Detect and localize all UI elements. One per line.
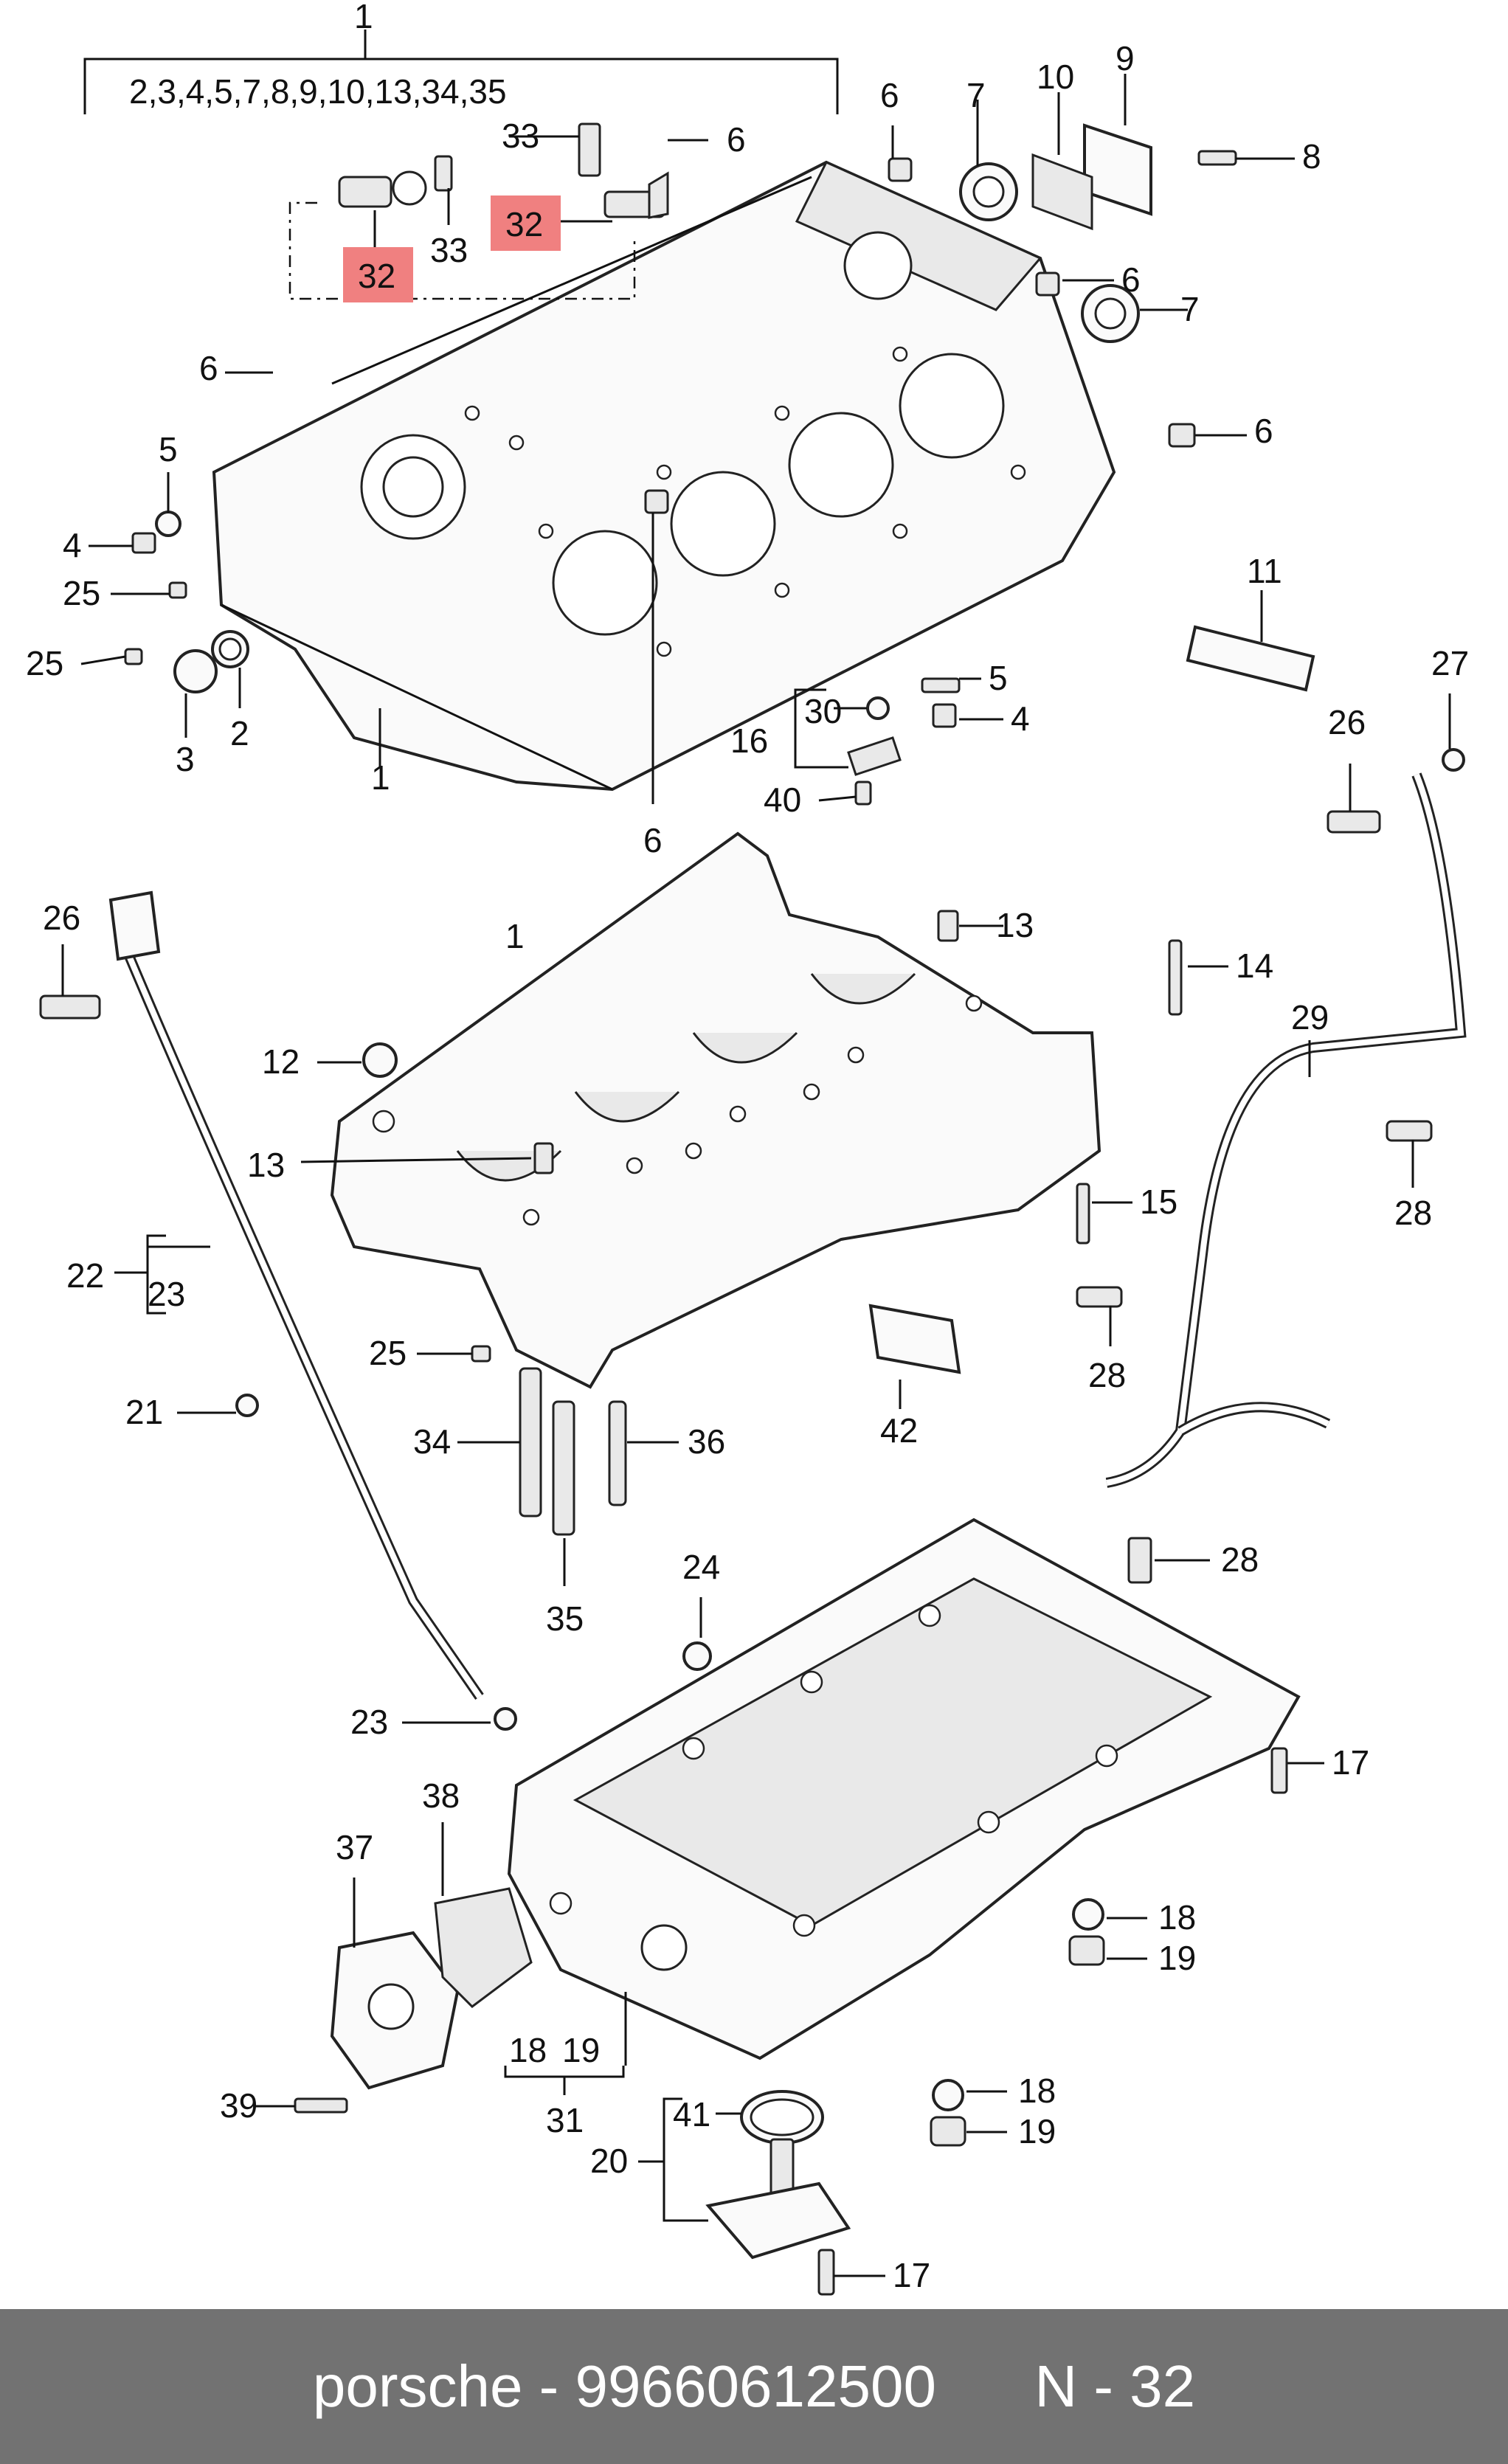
callout-8: 8 — [1302, 137, 1321, 176]
callout-30: 30 — [804, 692, 842, 730]
callout-41: 41 — [673, 2095, 710, 2133]
part-number-footer: porsche - 99660612500 N - 32 — [0, 2309, 1508, 2464]
callout-32-right: 32 — [505, 205, 543, 243]
callout-42: 42 — [880, 1411, 918, 1450]
callout-5: 5 — [159, 430, 178, 468]
callout-5: 5 — [989, 659, 1008, 697]
callout-2: 2 — [230, 714, 249, 752]
callout-labels: 1 2,3,4,5,7,8,9,10,13,34,35 33 33 32 32 … — [26, 0, 1469, 2294]
callout-6: 6 — [727, 120, 746, 159]
engine-block-upper — [212, 160, 1116, 792]
callout-24: 24 — [682, 1548, 720, 1586]
callout-13: 13 — [247, 1146, 285, 1184]
callout-16: 16 — [730, 721, 768, 760]
callout-1: 1 — [505, 917, 525, 955]
callout-17: 17 — [893, 2256, 930, 2294]
small-parts — [39, 122, 1467, 2296]
callout-19: 19 — [1158, 1939, 1196, 1977]
callout-25: 25 — [63, 574, 100, 612]
callout-7: 7 — [966, 76, 986, 114]
callout-15: 15 — [1140, 1183, 1177, 1221]
parts-diagram: 1 2,3,4,5,7,8,9,10,13,34,35 33 33 32 32 … — [26, 0, 1469, 2296]
callout-4: 4 — [63, 526, 82, 564]
callout-32-left: 32 — [358, 257, 395, 295]
callout-35: 35 — [546, 1599, 584, 1638]
callout-26: 26 — [1328, 703, 1366, 741]
callout-19: 19 — [1018, 2112, 1056, 2150]
footer-gap — [936, 2353, 1034, 2420]
callout-25: 25 — [26, 644, 63, 682]
part-number: 99660612500 — [575, 2353, 936, 2419]
callout-3: 3 — [176, 740, 195, 778]
callout-1-top: 1 — [354, 0, 373, 35]
callout-1-sublist: 2,3,4,5,7,8,9,10,13,34,35 — [129, 72, 507, 111]
callout-39: 39 — [220, 2086, 257, 2125]
callout-19: 19 — [562, 2031, 600, 2069]
callout-21: 21 — [125, 1393, 163, 1431]
callout-27: 27 — [1431, 644, 1469, 682]
callout-38: 38 — [422, 1776, 460, 1815]
callout-31: 31 — [546, 2101, 584, 2139]
brand-name: porsche — [312, 2353, 523, 2419]
leader-lines — [61, 30, 1451, 2277]
callout-29: 29 — [1291, 998, 1329, 1037]
callout-18: 18 — [509, 2031, 547, 2069]
callout-25: 25 — [369, 1334, 407, 1372]
callout-28: 28 — [1221, 1540, 1259, 1579]
callout-36: 36 — [688, 1422, 725, 1461]
callout-6: 6 — [1121, 260, 1141, 299]
callout-33: 33 — [430, 231, 468, 269]
callout-28: 28 — [1394, 1194, 1432, 1232]
callout-33: 33 — [502, 117, 539, 155]
callout-6: 6 — [880, 76, 899, 114]
callout-18: 18 — [1158, 1898, 1196, 1937]
callout-23: 23 — [148, 1275, 185, 1313]
callout-10: 10 — [1037, 58, 1074, 96]
footer-separator: - — [522, 2353, 575, 2419]
callout-9: 9 — [1116, 39, 1135, 77]
callout-18: 18 — [1018, 2072, 1056, 2110]
callout-26: 26 — [43, 899, 80, 937]
highlight-box-32-left — [343, 247, 413, 302]
diagram-reference: N - 32 — [1034, 2353, 1196, 2419]
highlight-box-32-right — [491, 195, 561, 251]
callout-6: 6 — [199, 349, 218, 387]
callout-23: 23 — [350, 1703, 388, 1741]
callout-12: 12 — [262, 1042, 300, 1081]
callout-13: 13 — [996, 906, 1034, 944]
callout-28: 28 — [1088, 1356, 1126, 1394]
callout-1: 1 — [371, 758, 390, 797]
callout-6: 6 — [1254, 412, 1273, 450]
callout-37: 37 — [336, 1828, 373, 1866]
callout-17: 17 — [1332, 1743, 1369, 1782]
callout-14: 14 — [1236, 947, 1273, 985]
callout-20: 20 — [590, 2142, 628, 2180]
callout-22: 22 — [66, 1256, 104, 1295]
callout-6: 6 — [643, 821, 663, 859]
callout-4: 4 — [1011, 699, 1030, 738]
callout-40: 40 — [764, 781, 801, 819]
crankcase-middle — [330, 831, 1101, 1389]
callout-11: 11 — [1247, 552, 1282, 590]
callout-7: 7 — [1180, 290, 1200, 328]
oil-pan — [507, 1517, 1301, 2060]
callout-34: 34 — [413, 1422, 451, 1461]
